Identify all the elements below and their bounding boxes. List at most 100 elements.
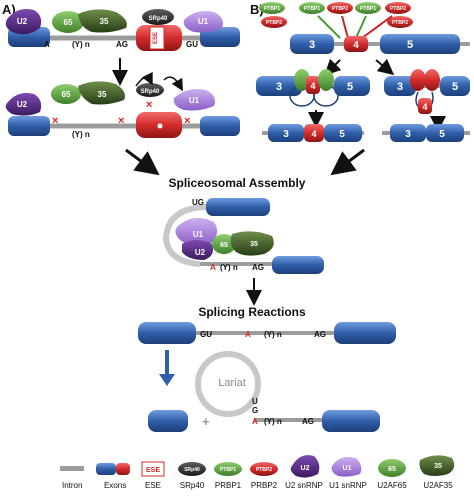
b-left-exon-5 <box>334 76 370 96</box>
u2-label: U2 <box>17 17 28 26</box>
recruit-arrow-left <box>135 71 153 87</box>
legend-u2snrnp-label: U2 snRNP <box>285 481 323 490</box>
ptbp1-label-1: PTBP1 <box>264 6 280 12</box>
srp40-label-2: SRp40 <box>141 89 160 95</box>
legend-prbp2-label: PRBP2 <box>251 481 278 490</box>
b-left-exon-3-label: 3 <box>276 81 282 93</box>
lariat-exon-left <box>148 410 188 432</box>
ese-dot <box>157 123 163 129</box>
ptbp2-label-2: PTBP2 <box>332 6 348 12</box>
branch-a: A <box>44 40 50 49</box>
assembly-exon-top <box>206 198 270 216</box>
b-exon-5 <box>380 34 460 54</box>
u2af65-protein <box>52 11 84 33</box>
converge-arrow-right <box>330 148 365 176</box>
b-exon-5-label: 5 <box>407 39 413 51</box>
reactions-poly-y: (Y) n <box>264 330 282 339</box>
b-mrna-right-exon-3-label: 3 <box>405 129 411 140</box>
legend-u2af35-icon-label: 35 <box>434 463 442 470</box>
reactions-exon-left <box>138 322 196 344</box>
recruit-arrow-right <box>163 76 183 92</box>
legend-ptbp1-icon <box>214 462 242 476</box>
b-exon-4 <box>344 36 368 52</box>
b-left-ptbp1-b <box>318 69 334 91</box>
b-exon-3 <box>290 34 334 54</box>
legend-ptbp2-icon-label: PTBP2 <box>256 467 272 473</box>
legend-u1snrnp-label: U1 snRNP <box>329 481 367 490</box>
assembly-u2 <box>182 240 213 260</box>
lariat-loop <box>195 351 261 417</box>
ptbp1-label-3: PTBP1 <box>360 6 376 12</box>
reactions-title: Splicing Reactions <box>198 305 306 319</box>
lariat-a: A <box>252 417 258 426</box>
panel-b-right-inclusion: 3 4 5 <box>384 69 470 114</box>
srp40-protein <box>142 9 174 25</box>
legend-exon-red <box>116 463 130 475</box>
block-mark-3: × <box>184 115 190 127</box>
b-right-ptbp2-a <box>410 69 426 91</box>
b-arrow-right <box>375 58 395 76</box>
b-right-exon-4 <box>418 98 432 114</box>
assembly-complex: UG U1 U2 65 35 A (Y) n AG <box>162 198 324 274</box>
assembly-exon-bottom <box>272 256 324 274</box>
bind-line-2 <box>341 15 349 39</box>
u2-snrnp <box>5 9 42 35</box>
converge-arrow-left <box>125 148 160 176</box>
ptbp1-2 <box>299 2 325 14</box>
ptbp2-4 <box>387 16 413 28</box>
legend-exons-label: Exons <box>104 481 126 490</box>
srp40-label: SRp40 <box>149 16 168 22</box>
lariat-g: G <box>252 406 258 415</box>
exon-right-2 <box>200 116 240 136</box>
legend-intron-swatch <box>60 466 84 471</box>
b-right-exon-5-label: 5 <box>452 81 458 93</box>
ptbp2-3 <box>385 2 411 14</box>
lariat-plus: + <box>202 414 210 429</box>
assembly-title: Spliceosomal Assembly <box>169 176 306 190</box>
b-mrna-left-exon-5 <box>324 124 362 142</box>
legend-u2af65-label: U2AF65 <box>377 481 407 490</box>
legend-exon-blue <box>96 463 116 475</box>
b-left-exon-4-label: 4 <box>310 81 315 91</box>
block-mark-1: × <box>52 115 58 127</box>
assembly-u2af35 <box>230 231 274 256</box>
legend-ptbp2-icon <box>250 462 278 476</box>
reactions-gu: GU <box>200 330 212 339</box>
ptbp2-2 <box>327 2 353 14</box>
srp40-protein-2 <box>136 83 164 97</box>
assembly-ug: UG <box>192 198 204 207</box>
legend-srp40-label: SRp40 <box>180 481 205 490</box>
bind-line-1 <box>317 15 341 39</box>
legend-u2-icon-label: U2 <box>301 465 310 472</box>
poly-y: (Y) n <box>72 40 90 49</box>
gu-site: GU <box>186 40 198 49</box>
poly-y-2: (Y) n <box>72 130 90 139</box>
assembly-intron-loop <box>162 204 207 267</box>
b-right-exon-3 <box>384 76 416 96</box>
assembly-u2-label: U2 <box>195 248 206 257</box>
legend-u2af35-label: U2AF35 <box>423 481 453 490</box>
ese-label: ESE <box>153 32 159 44</box>
reactions-arrow-head <box>159 374 175 386</box>
legend-ese-inner: ESE <box>146 467 160 474</box>
legend-u2af35-icon <box>419 455 455 476</box>
b-right-exon-4-label: 4 <box>422 102 427 112</box>
b-mrna-left-exon-3 <box>268 124 304 142</box>
b-left-exon-3 <box>256 76 302 96</box>
legend-srp40-icon-label: SRp40 <box>184 467 200 473</box>
legend-u2af65-icon-label: 65 <box>388 466 396 473</box>
panel-b-mrna-left: 3 4 5 <box>262 124 364 142</box>
u2af65-label: 65 <box>64 18 73 27</box>
ag-site: AG <box>116 40 128 49</box>
panel-a-label: A) <box>2 2 16 17</box>
legend-prbp1-label: PRBP1 <box>215 481 242 490</box>
u2af35-protein-2 <box>78 81 125 105</box>
legend-u1-icon <box>331 457 362 477</box>
lariat-label-bg <box>212 374 252 390</box>
legend-srp40-icon <box>178 462 206 476</box>
reactions-ag: AG <box>314 330 326 339</box>
assembly-u1 <box>175 217 218 246</box>
lariat-u: U <box>252 397 258 406</box>
b-right-ptbp2-b <box>424 69 440 91</box>
